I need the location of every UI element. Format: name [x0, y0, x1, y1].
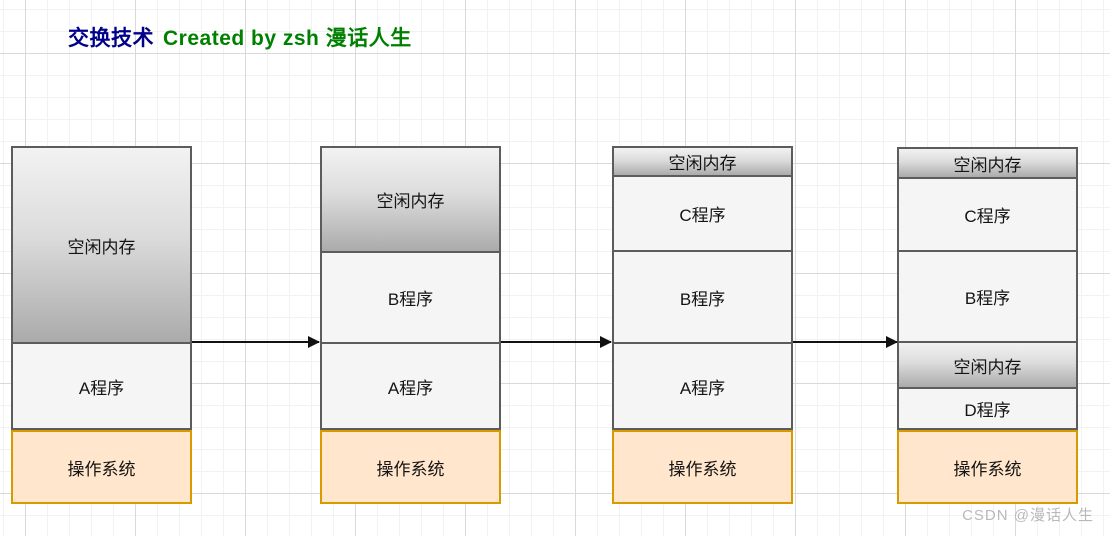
- memory-block-program-d: D程序: [897, 387, 1078, 430]
- memory-block-program-b: B程序: [612, 250, 793, 344]
- title-main: 交换技术: [68, 27, 154, 50]
- memory-block-free: 空闲内存: [11, 146, 192, 344]
- memory-block-os: 操作系统: [612, 430, 793, 504]
- page-title: 交换技术 Created by zsh 漫话人生: [68, 22, 412, 52]
- watermark: CSDN @漫话人生: [962, 507, 1094, 524]
- memory-block-program-b: B程序: [897, 250, 1078, 343]
- memory-block-free: 空闲内存: [897, 341, 1078, 389]
- arrow-right-icon: [501, 336, 612, 348]
- arrow-right-icon: [793, 336, 898, 348]
- memory-block-os: 操作系统: [897, 430, 1078, 504]
- memory-block-program-c: C程序: [612, 175, 793, 252]
- memory-block-program-b: B程序: [320, 251, 501, 344]
- memory-block-program-c: C程序: [897, 177, 1078, 252]
- memory-block-free: 空闲内存: [320, 146, 501, 253]
- memory-block-program-a: A程序: [612, 342, 793, 430]
- memory-block-os: 操作系统: [11, 430, 192, 504]
- memory-block-program-a: A程序: [11, 342, 192, 430]
- memory-block-free: 空闲内存: [897, 147, 1078, 179]
- memory-block-program-a: A程序: [320, 342, 501, 430]
- memory-block-free: 空闲内存: [612, 146, 793, 177]
- memory-block-os: 操作系统: [320, 430, 501, 504]
- title-credit: Created by zsh 漫话人生: [163, 27, 412, 50]
- arrow-right-icon: [192, 336, 320, 348]
